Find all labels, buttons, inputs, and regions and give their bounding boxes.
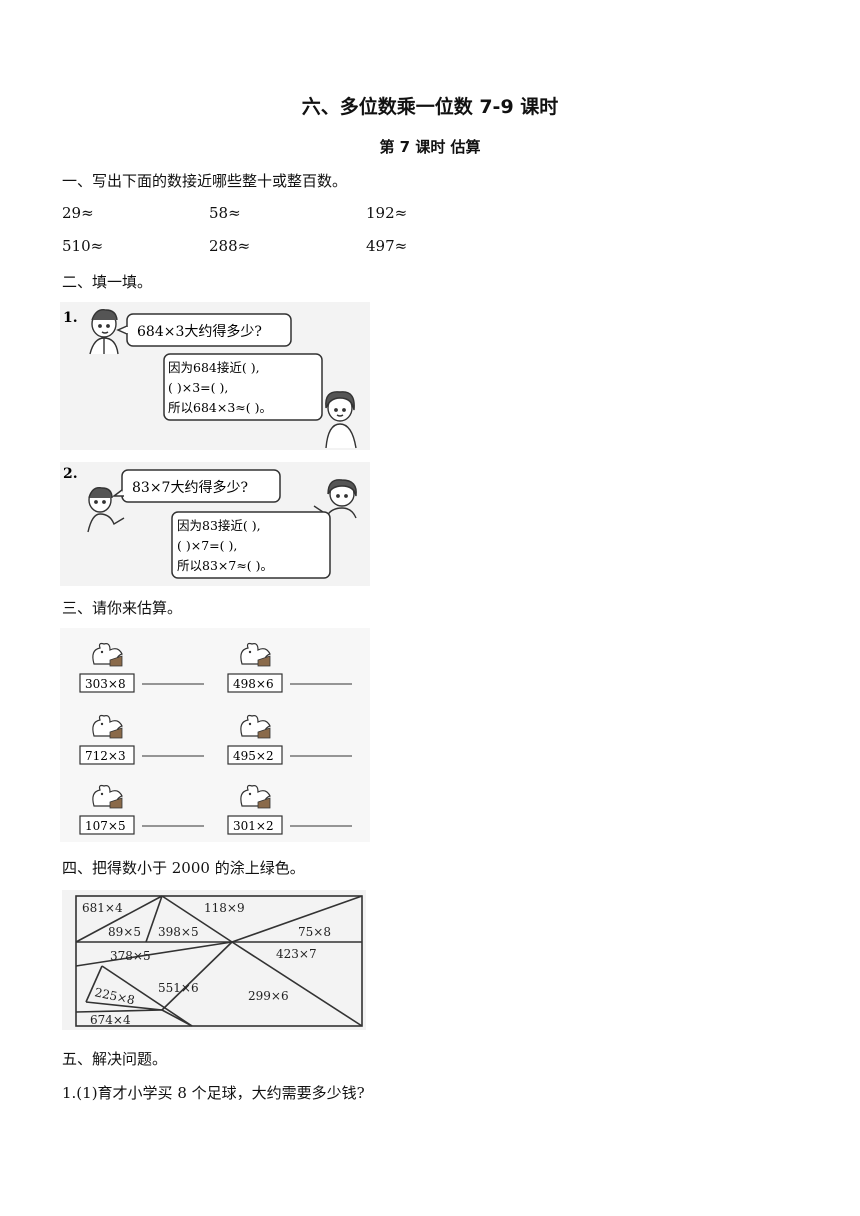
question-number: 1. (63, 310, 78, 326)
problem-1-text: 1.(1)育才小学买 8 个足球，大约需要多少钱? (62, 1084, 365, 1102)
estimate-expression: 495×2 (233, 749, 274, 763)
approx-item: 510≈ (62, 237, 104, 255)
puzzle-cell: 89×5 (108, 925, 141, 939)
girl-figure (313, 479, 357, 519)
boy-figure (89, 309, 119, 355)
puzzle-cell: 75×8 (298, 925, 331, 939)
estimate-expression: 301×2 (233, 819, 274, 833)
estimate-expression: 107×5 (85, 819, 126, 833)
answer-line: 所以83×7≈( )。 (177, 558, 273, 573)
lesson-subtitle: 第 7 课时 估算 (379, 138, 481, 156)
answer-line: ( )×3=( ), (168, 380, 228, 395)
puzzle-cell: 551×6 (158, 981, 199, 995)
puzzle-cell: 299×6 (248, 989, 289, 1003)
estimate-expression: 712×3 (85, 749, 126, 763)
puzzle-cell: 674×4 (90, 1013, 131, 1027)
section3-heading: 三、请你来估算。 (62, 599, 183, 617)
section4-heading: 四、把得数小于 2000 的涂上绿色。 (62, 859, 305, 877)
estimation-grid: 303×8 498×6 712×3 495×2 107×5 301×2 (60, 628, 370, 842)
section2-heading: 二、填一填。 (62, 273, 153, 291)
answer-line: ( )×7=( ), (177, 538, 237, 553)
approx-item: 192≈ (366, 204, 408, 222)
approx-item: 497≈ (366, 237, 408, 255)
answer-line: 所以684×3≈( )。 (168, 400, 272, 415)
puzzle-cell: 398×5 (158, 925, 199, 939)
answer-line: 因为83接近( ), (177, 518, 261, 533)
puzzle-cell: 423×7 (276, 947, 317, 961)
estimate-expression: 303×8 (85, 677, 126, 691)
question-number: 2. (63, 466, 78, 482)
approx-item: 288≈ (209, 237, 251, 255)
section1-heading: 一、写出下面的数接近哪些整十或整百数。 (62, 172, 348, 190)
girl-figure (325, 391, 357, 449)
estimate-expression: 498×6 (233, 677, 274, 691)
puzzle-cell: 681×4 (82, 901, 123, 915)
boy-figure (87, 487, 125, 533)
answer-bubble (163, 353, 323, 421)
page-title: 六、多位数乘一位数 7-9 课时 (301, 96, 559, 118)
approx-item: 58≈ (209, 204, 241, 222)
puzzle-cell: 118×9 (204, 901, 245, 915)
speech-bubble (121, 469, 281, 503)
question2-illustration: 2. 83×7大约得多少? 因为83接近( ), ( )×7=( ), 所以83… (60, 462, 370, 586)
puzzle-cell: 378×5 (110, 949, 151, 963)
coloring-puzzle: 681×4 118×9 89×5 398×5 75×8 378×5 423×7 … (62, 890, 366, 1030)
answer-line: 因为684接近( ), (168, 360, 260, 375)
question-text: 684×3大约得多少? (137, 323, 262, 340)
question1-illustration: 1. 684×3大约得多少? 因为684接近( ), ( )×3=( ), 所以… (60, 302, 370, 450)
section5-heading: 五、解决问题。 (62, 1050, 168, 1068)
question-text: 83×7大约得多少? (132, 479, 248, 496)
answer-bubble (171, 511, 331, 579)
approx-item: 29≈ (62, 204, 94, 222)
